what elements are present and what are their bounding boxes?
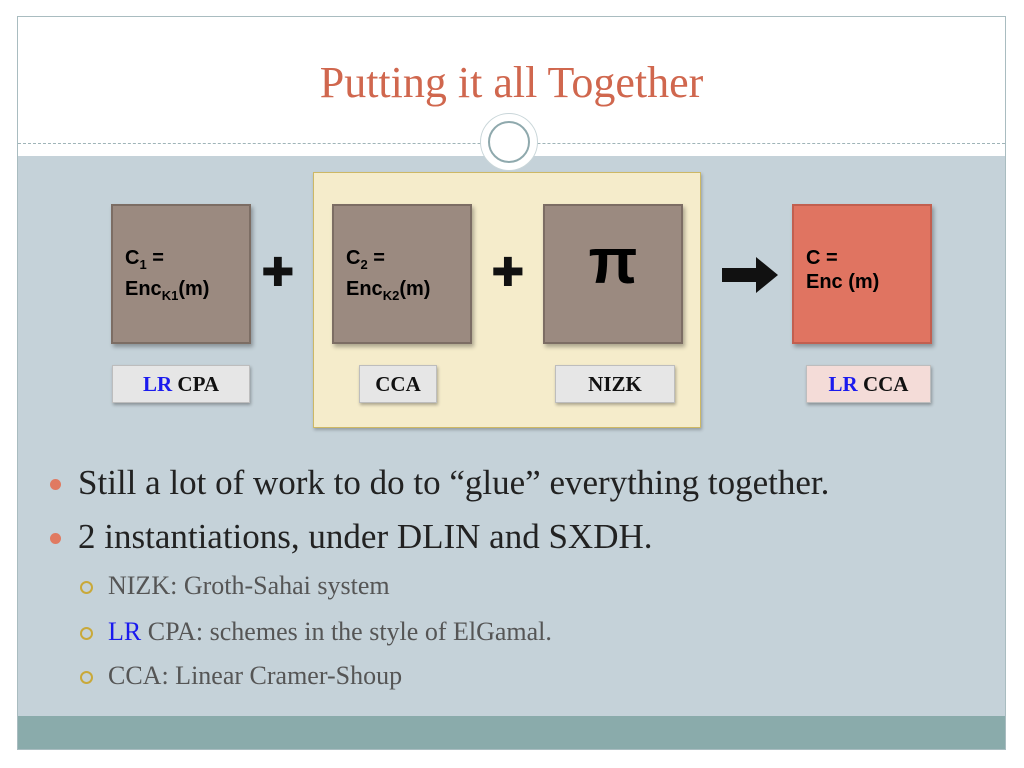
box-c2-line1: C2 =	[346, 246, 470, 277]
cca-text: CCA	[375, 372, 421, 396]
c1-message: (m)	[178, 278, 210, 300]
c2-equals: =	[367, 247, 385, 269]
cca-text-2: CCA	[857, 372, 909, 396]
box-c2: C2 = EncK2(m)	[332, 204, 472, 344]
c1-subscript: 1	[139, 257, 147, 272]
result-line1: C =	[806, 247, 838, 269]
label-lr-cca: LR CCA	[806, 365, 931, 403]
c1-equals: =	[146, 247, 164, 269]
lr-text: LR	[142, 372, 173, 396]
lr-text-2: LR	[828, 372, 858, 396]
sub-bullet-3: CCA: Linear Cramer-Shoup	[108, 661, 402, 691]
right-arrow-icon	[722, 257, 778, 293]
box-c1-line2: EncK1(m)	[125, 277, 249, 308]
c2-message: (m)	[399, 278, 431, 300]
sub-bullet-3-text: CCA: Linear Cramer-Shoup	[108, 661, 403, 690]
slide: Putting it all Together C1 = EncK1(m) ✚ …	[17, 16, 1006, 750]
plus-icon: ✚	[261, 250, 295, 296]
sub-bullet-ring-3	[80, 671, 93, 684]
c1-enc: Enc	[125, 278, 162, 300]
box-c2-line2: EncK2(m)	[346, 277, 470, 308]
footer-band	[18, 716, 1005, 749]
label-lr-cpa: LR CPA	[112, 365, 250, 403]
slide-title: Putting it all Together	[319, 58, 704, 107]
c1-letter: C	[125, 247, 140, 269]
sub-bullet-2-text: CPA: schemes in the style of ElGamal.	[141, 617, 552, 646]
sub-bullet-1-text: NIZK: Groth-Sahai system	[108, 571, 390, 600]
bullet-dot	[50, 479, 61, 490]
divider-circle-inner	[488, 121, 530, 163]
result-line2: Enc (m)	[806, 271, 880, 293]
nizk-text: NIZK	[588, 372, 642, 396]
c2-subscript: 2	[360, 257, 368, 272]
c1-key-subscript: K1	[161, 288, 179, 303]
sub-bullet-1: NIZK: Groth-Sahai system	[108, 571, 390, 601]
sub-bullet-2-lr: LR	[108, 617, 142, 646]
box-pi: π	[543, 204, 683, 344]
label-nizk: NIZK	[555, 365, 675, 403]
c2-letter: C	[346, 247, 361, 269]
bullet-2: 2 instantiations, under DLIN and SXDH.	[78, 517, 653, 556]
plus-icon-2: ✚	[491, 250, 525, 296]
divider-circle-icon	[481, 114, 537, 170]
sub-bullet-2: LR CPA: schemes in the style of ElGamal.	[108, 617, 552, 647]
box-c1-line1: C1 =	[125, 246, 249, 277]
label-cca: CCA	[359, 365, 437, 403]
cpa-text: CPA	[172, 372, 220, 396]
box-result: C = Enc (m)	[792, 204, 932, 344]
bullet-dot-2	[50, 533, 61, 544]
c2-key-subscript: K2	[382, 288, 400, 303]
pi-symbol: π	[588, 225, 638, 297]
box-c1: C1 = EncK1(m)	[111, 204, 251, 344]
sub-bullet-ring	[80, 581, 93, 594]
sub-bullet-ring-2	[80, 627, 93, 640]
c2-enc: Enc	[346, 278, 383, 300]
bullet-1: Still a lot of work to do to “glue” ever…	[78, 463, 830, 502]
